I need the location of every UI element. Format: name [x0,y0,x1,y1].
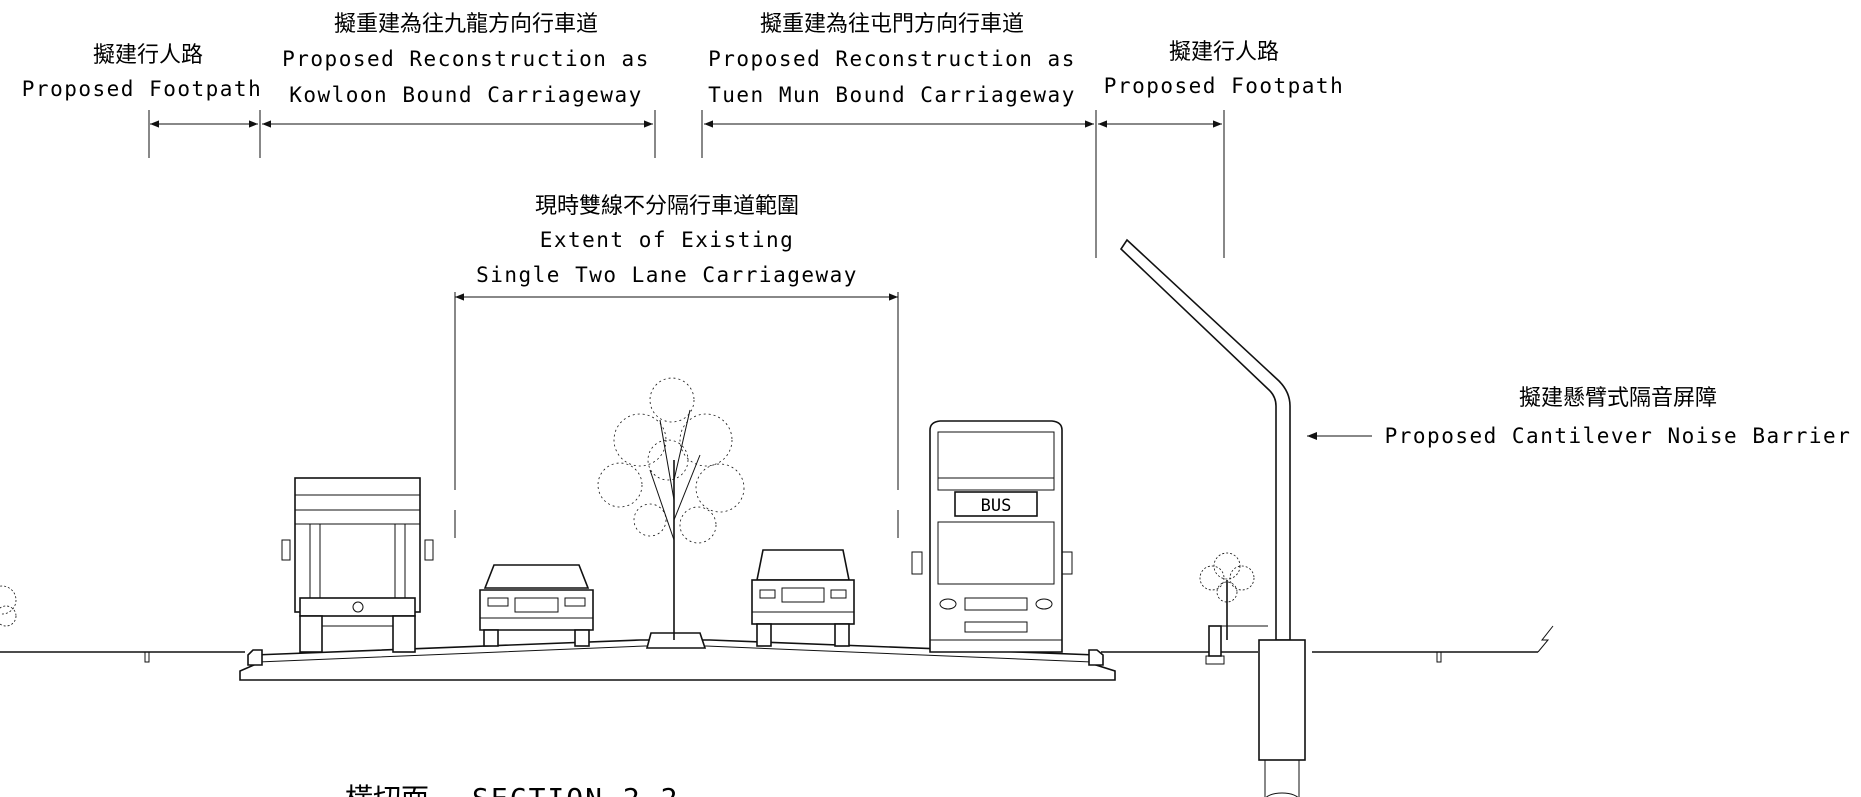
footpath-left-zh-label: 擬建行人路 [93,43,203,68]
bus-sign-text: BUS [981,496,1012,516]
section-title-en: SECTION 2-2 [472,782,679,797]
existing-extent-dimension [454,292,899,538]
cantilever-noise-barrier [1119,238,1306,797]
footpath-left-en-label: Proposed Footpath [22,77,262,101]
kowloon-bound-en1-label: Proposed Reconstruction as [282,47,650,71]
lorry [281,477,434,653]
van-car [751,549,855,647]
small-tree-right [1199,552,1268,665]
tuen-mun-bound-en1-label: Proposed Reconstruction as [708,47,1076,71]
double-decker-bus: BUS [911,420,1073,653]
sedan-car [479,564,594,647]
carriageway-road [239,632,1116,681]
noise-barrier-zh-label: 擬建懸臂式隔音屏障 [1519,386,1717,411]
existing-extent-en2-label: Single Two Lane Carriageway [476,263,858,287]
dimension-ticks [148,110,1225,258]
existing-extent-zh-label: 現時雙線不分隔行車道範圍 [535,194,799,219]
partial-tree-left [0,585,17,627]
kowloon-bound-en2-label: Kowloon Bound Carriageway [289,83,643,107]
kowloon-bound-zh-label: 擬重建為往九龍方向行車道 [334,12,598,37]
tuen-mun-bound-en2-label: Tuen Mun Bound Carriageway [708,83,1076,107]
central-tree [597,377,745,640]
existing-extent-en1-label: Extent of Existing [540,228,795,252]
ground-line [0,625,1554,663]
tuen-mun-bound-zh-label: 擬重建為往屯門方向行車道 [760,12,1024,37]
footpath-right-en-label: Proposed Footpath [1104,74,1344,98]
noise-barrier-en-label: Proposed Cantilever Noise Barrier [1385,424,1852,448]
section-title-zh: 橫切面 [345,782,429,797]
footpath-right-zh-label: 擬建行人路 [1169,40,1279,65]
